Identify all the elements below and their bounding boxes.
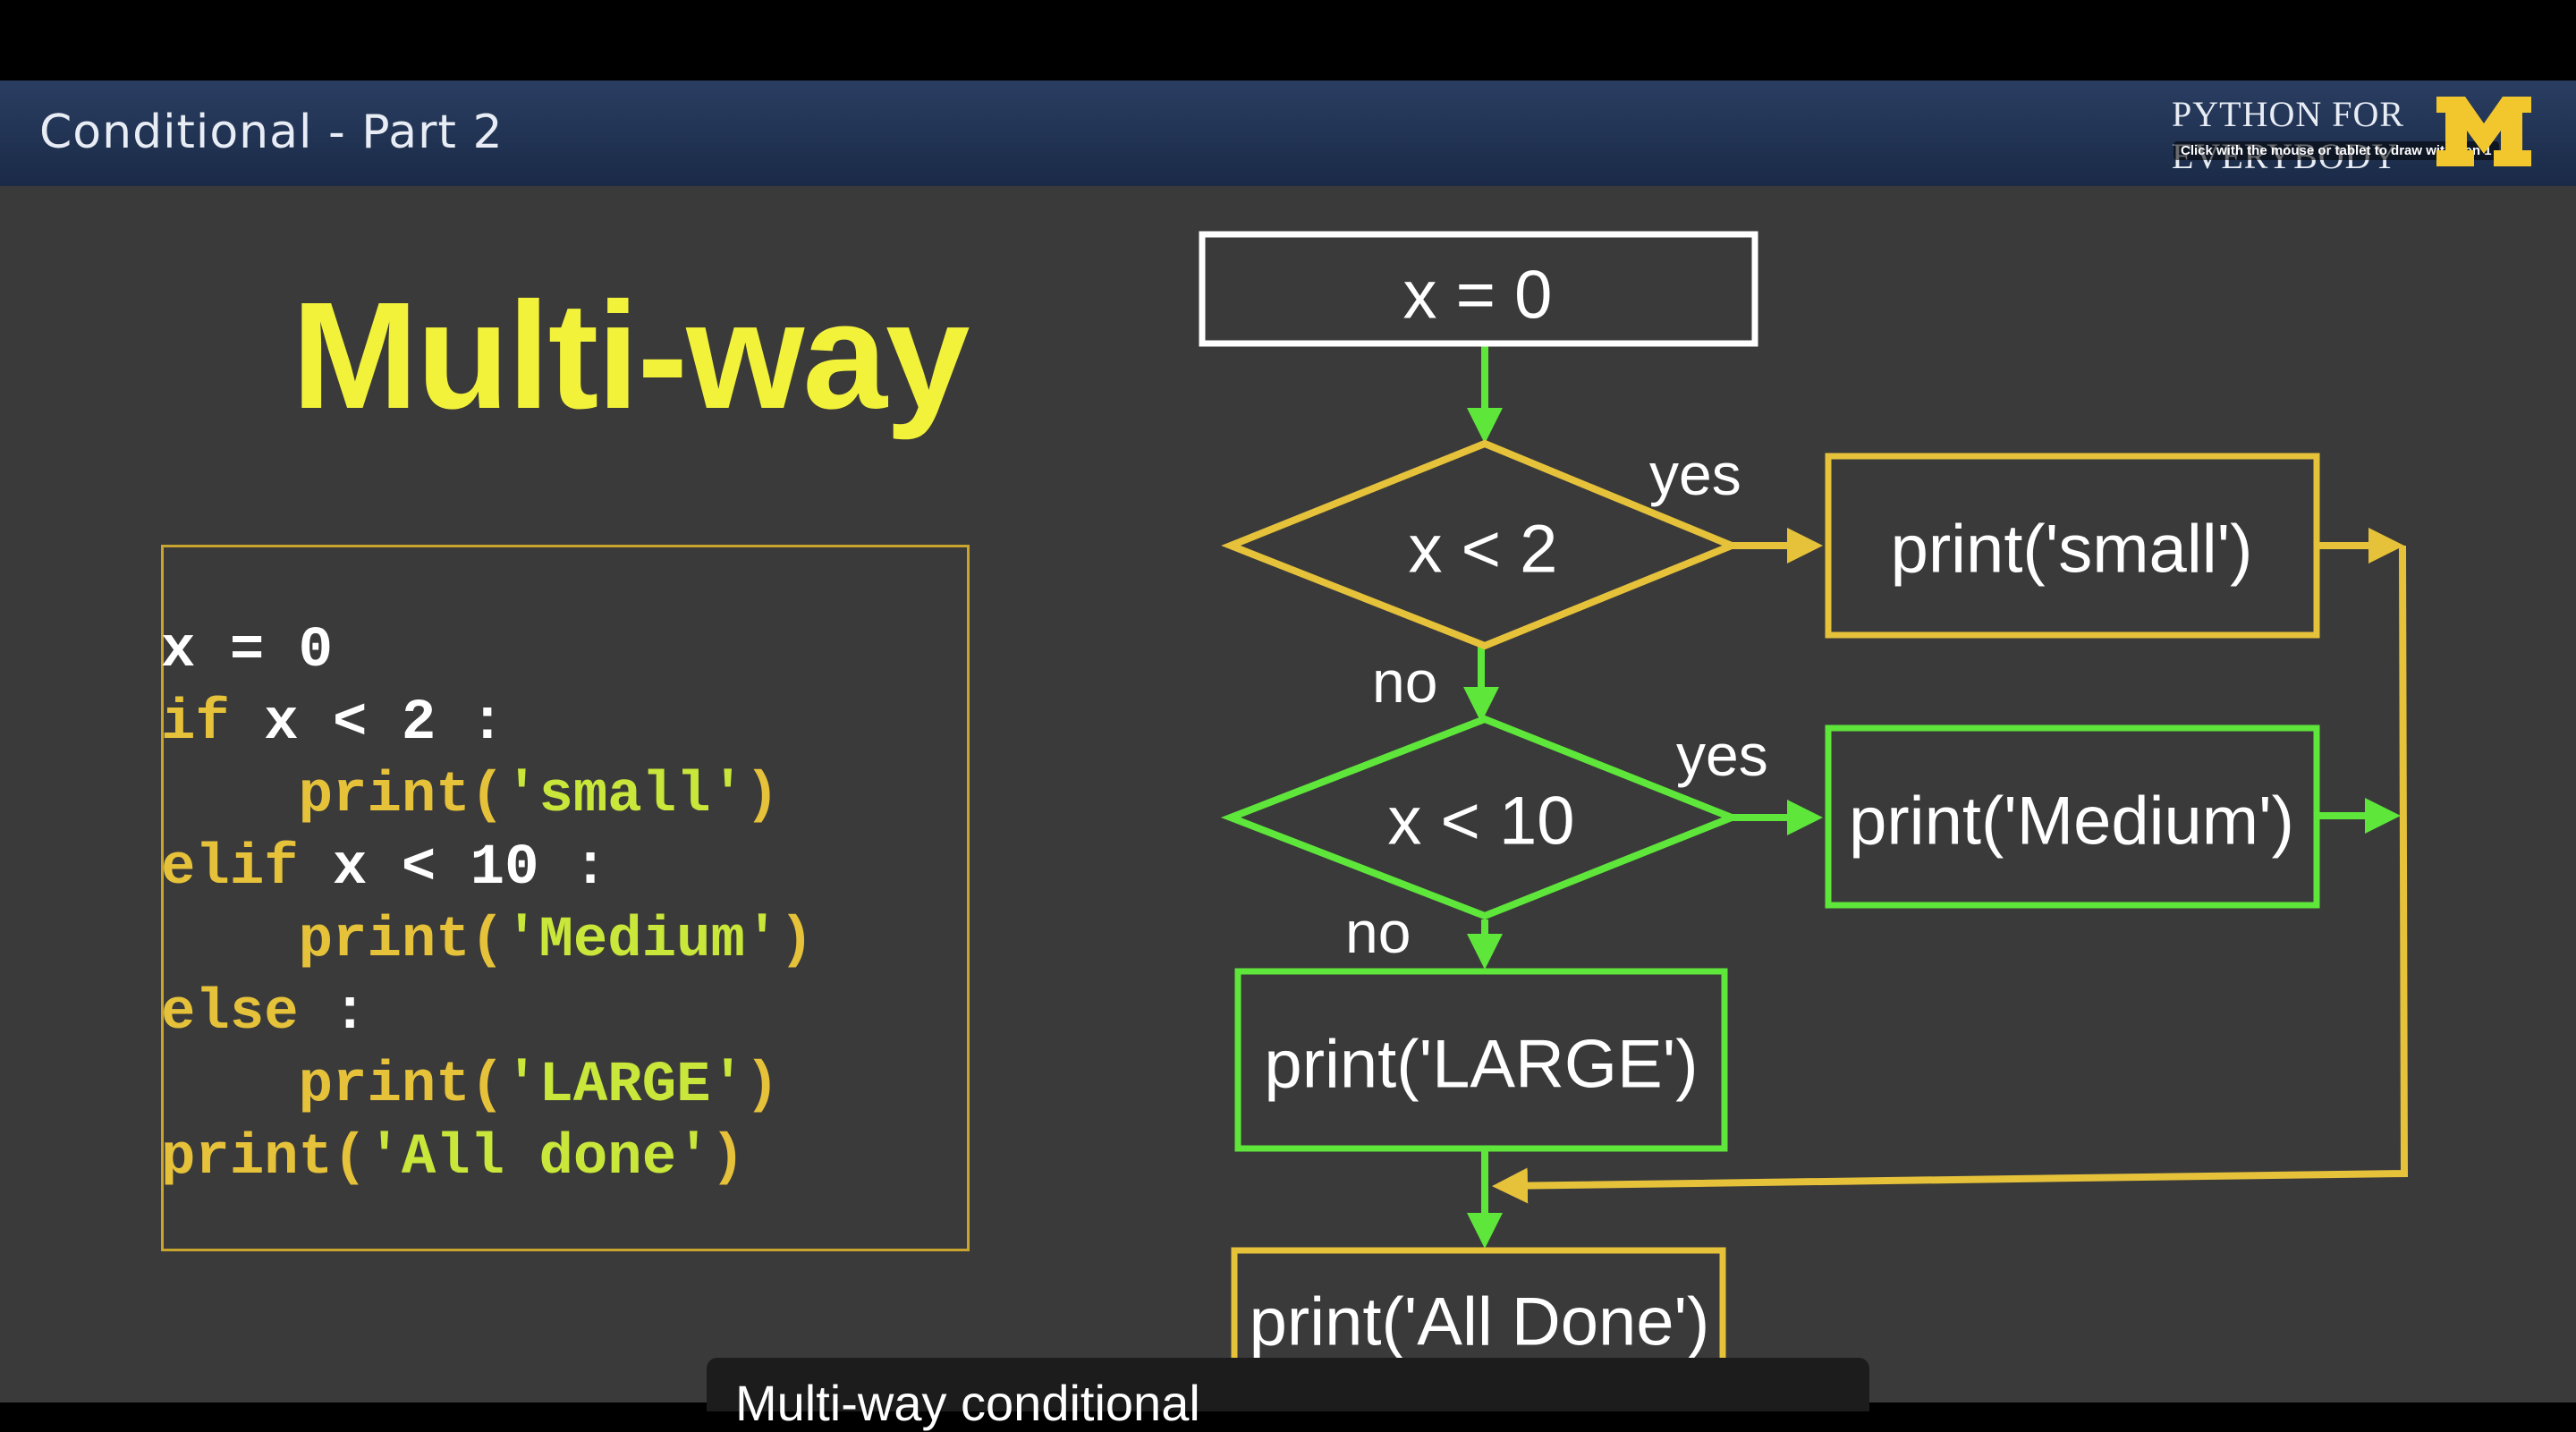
code-token: print( (161, 1126, 368, 1191)
code-line: elif x < 10 : (161, 836, 607, 901)
code-token: 'Medium' (504, 909, 780, 973)
code-token: ) (779, 909, 814, 973)
small-label: print('small') (1890, 511, 2253, 588)
code-token: 10 (436, 836, 573, 901)
pen-hint: Click with the mouse or tablet to draw w… (2174, 141, 2499, 160)
university-m-logo (2436, 97, 2531, 166)
code-line: print('small') (161, 764, 780, 828)
yes-label-1: yes (1649, 441, 1741, 507)
code-token: : (572, 836, 608, 901)
done-box (1231, 1247, 1726, 1402)
code-token: 'All done' (367, 1126, 711, 1191)
code-token: 0 (298, 619, 334, 683)
code-line: if x < 2 : (161, 691, 504, 756)
yes-label-2: yes (1676, 722, 1768, 788)
code-token: ) (710, 1126, 745, 1191)
code-token: x (161, 619, 196, 683)
code-token: : (298, 981, 368, 1046)
code-token: 'LARGE' (504, 1054, 745, 1118)
flowchart (1199, 231, 2409, 1402)
code-line: print('LARGE') (161, 1054, 780, 1118)
decision1-label: x < 2 (1408, 511, 1558, 588)
start-label: x = 0 (1402, 257, 1553, 334)
code-line: x = 0 (161, 619, 333, 683)
small-box (1825, 453, 2320, 639)
code-token: ) (744, 764, 780, 828)
code-token: 'small' (504, 764, 745, 828)
code-token: if (161, 691, 230, 756)
code-line: else : (161, 981, 367, 1046)
code-token: < (333, 691, 368, 756)
video-top-bar (0, 0, 2576, 80)
code-token: x (298, 836, 402, 901)
decision1-diamond (1221, 439, 1741, 650)
large-label: print('LARGE') (1264, 1026, 1699, 1103)
slide-header-title: Conditional - Part 2 (39, 106, 504, 159)
code-token: < (401, 836, 436, 901)
code-token: : (470, 691, 505, 756)
decision2-diamond (1220, 715, 1741, 920)
code-token: elif (161, 836, 299, 901)
medium-label: print('Medium') (1849, 783, 2294, 860)
code-token: else (161, 981, 299, 1046)
start-box (1199, 231, 1758, 347)
code-token: print( (161, 764, 505, 828)
decision2-label: x < 10 (1387, 783, 1575, 860)
medium-box (1825, 724, 2320, 909)
code-box (161, 545, 970, 1251)
code-token: 2 (367, 691, 470, 756)
large-box (1234, 968, 1728, 1152)
no-label-2: no (1345, 899, 1411, 965)
slide-header: Conditional - Part 2 PYTHON FOR EVERYBOD… (0, 80, 2576, 186)
code-token: print( (161, 909, 505, 973)
code-token: = (195, 619, 299, 683)
code-line: print('All done') (161, 1126, 745, 1191)
arrow-merge-return (1492, 545, 2409, 1204)
slide-title: Multi-way (292, 271, 970, 441)
code-token: x (229, 691, 334, 756)
caption-box: Multi-way conditional (707, 1358, 1869, 1431)
done-label: print('All Done') (1249, 1284, 1710, 1360)
code-line: print('Medium') (161, 909, 814, 973)
caption-text: Multi-way conditional (735, 1375, 1200, 1431)
code-token: print( (161, 1054, 505, 1118)
no-label-1: no (1372, 648, 1438, 715)
code-token: ) (744, 1054, 780, 1118)
